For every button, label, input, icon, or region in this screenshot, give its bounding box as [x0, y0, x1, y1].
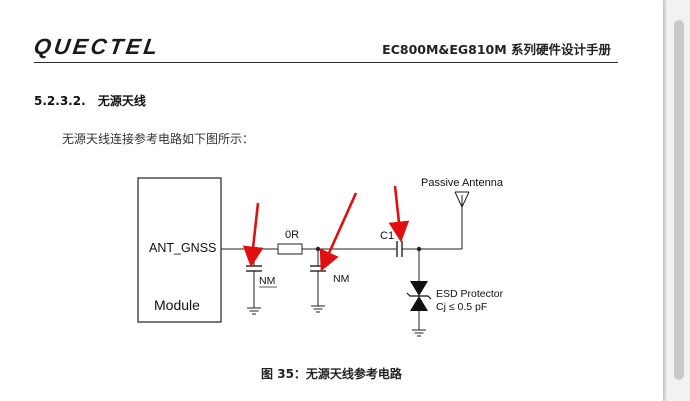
scrollbar-thumb[interactable]	[674, 20, 684, 380]
antenna-label: Passive Antenna	[421, 177, 504, 189]
section-number: 5.2.3.2.	[34, 94, 86, 108]
resistor-label: 0R	[285, 229, 299, 241]
annotation-arrow-2	[319, 192, 358, 272]
esd-label: ESD Protector	[436, 288, 504, 300]
pin-label-ant-gnss: ANT_GNSS	[149, 241, 216, 255]
figure-caption: 图 35：无源天线参考电路	[261, 367, 402, 381]
nm-label-1: NM	[259, 275, 275, 287]
resistor-0r	[277, 243, 303, 255]
nm-label-2: NM	[333, 273, 349, 285]
section-title: 无源天线	[97, 94, 146, 108]
section-heading: 5.2.3.2. 无源天线	[34, 92, 146, 109]
annotation-arrow-1	[242, 202, 264, 268]
passive-antenna-schematic: ANT_GNSS Module 0R C1 NM NM	[137, 177, 504, 337]
document-page: QUECTEL EC800M&EG810M 系列硬件设计手册 5.2.3.2. …	[0, 0, 663, 401]
module-box	[137, 177, 222, 323]
body-paragraph: 无源天线连接参考电路如下图所示：	[62, 132, 255, 146]
esd-capacitance-label: Cj ≤ 0.5 pF	[436, 301, 487, 313]
capacitor-label: C1	[380, 230, 394, 242]
antenna-arm-right	[461, 191, 470, 208]
module-label: Module	[154, 297, 200, 313]
esd-diode-upper	[410, 281, 428, 296]
header-divider	[34, 62, 618, 63]
esd-diode-bar	[406, 292, 432, 300]
annotation-arrow-3	[388, 185, 410, 243]
antenna-arm-left	[454, 191, 463, 208]
esd-diode-lower	[410, 296, 428, 311]
scrollbar[interactable]	[665, 0, 690, 401]
document-title: EC800M&EG810M 系列硬件设计手册	[382, 42, 611, 57]
